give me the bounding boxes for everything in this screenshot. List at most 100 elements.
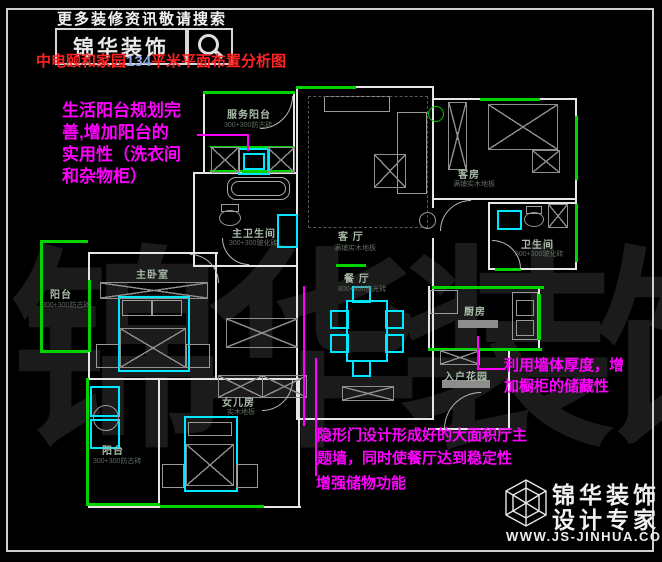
entry-cabinet [440, 350, 480, 365]
wall [296, 86, 298, 266]
hall-closet [226, 318, 298, 348]
annotation-leader-line [303, 286, 305, 426]
daughter-bed [184, 416, 238, 492]
pillow [152, 300, 182, 316]
wall [432, 238, 434, 420]
wall [575, 98, 577, 270]
door-arc [440, 200, 471, 231]
window-wall [160, 505, 264, 508]
wall [488, 202, 577, 204]
annotation-line: 隐形门设计形成好的大面积厅主 [317, 427, 528, 444]
window-wall [210, 146, 294, 148]
annotation-leader-line [479, 368, 505, 370]
footer-website: WWW.JS-JINHUA.COM [506, 529, 662, 544]
window-wall [296, 86, 356, 89]
washing-machine-drum [243, 153, 265, 170]
wall [293, 93, 295, 173]
wall [488, 202, 490, 270]
annotation-wall-cabinet: 利用墙体厚度，增 加橱柜的储藏性 [504, 355, 624, 397]
image-border-frame [6, 8, 654, 552]
page-title: 中电颐和家园134平米平面布置分析图 [36, 50, 286, 71]
plant [93, 405, 119, 431]
annotation-line: 题墙，同时使餐厅达到稳定性 [317, 450, 513, 467]
wall [203, 93, 205, 173]
search-icon [198, 34, 219, 55]
dining-chair [385, 334, 404, 353]
wall [88, 378, 301, 380]
annotation-laundry-balcony: 生活阳台规划完 善,增加阳台的 实用性（洗衣间 和杂物柜） [62, 100, 181, 188]
bed-quilt [120, 328, 186, 368]
entry-bench [442, 380, 490, 388]
living-room-rug [308, 96, 428, 228]
dining-chair [385, 310, 404, 329]
guest-closet [532, 150, 560, 173]
plant [428, 106, 444, 122]
bathtub-inner [231, 181, 286, 196]
toilet [219, 210, 241, 226]
wall [88, 252, 218, 254]
window-wall [336, 264, 366, 267]
window-wall [210, 170, 294, 172]
wall [296, 86, 434, 88]
wall [158, 378, 160, 508]
title-prefix: 中电颐和家园 [36, 53, 127, 70]
balcony-cabinet [211, 147, 239, 173]
window-wall [86, 378, 89, 506]
search-icon-box [187, 28, 233, 65]
daughter-wardrobe [218, 375, 263, 398]
window-wall [428, 348, 542, 351]
bath-sink [277, 214, 298, 248]
kitchen-counter [458, 320, 498, 328]
annotation-hidden-door: 隐形门设计形成好的大面积厅主 题墙，同时使餐厅达到稳定性 [317, 424, 527, 470]
annotation-line: 和杂物柜） [62, 167, 147, 186]
nightstand [236, 464, 258, 488]
nightstand [96, 344, 120, 368]
sideboard [342, 386, 394, 401]
window-wall [538, 294, 541, 340]
wall [298, 418, 434, 420]
toilet [524, 212, 544, 227]
annotation-leader-line [477, 336, 479, 370]
wall [428, 286, 430, 350]
dining-chair [352, 286, 371, 303]
wall [428, 428, 510, 430]
door-arc [262, 380, 293, 411]
footer-tagline: 设计专家 [552, 507, 660, 533]
dining-table [346, 300, 388, 362]
balcony-cabinet [267, 147, 295, 173]
headboard [100, 282, 208, 299]
cube-logo-icon [505, 479, 547, 527]
dining-chair [330, 310, 349, 329]
wall [215, 252, 217, 380]
brand-logo-text: 锦华装饰 [73, 36, 169, 60]
bath2-sink [497, 210, 522, 230]
annotation-line: 生活阳台规划完 [62, 101, 181, 120]
window-wall [40, 240, 43, 352]
bed-quilt [186, 444, 234, 486]
wall [508, 348, 510, 430]
wall [298, 378, 300, 508]
title-suffix: 平米平面布置分析图 [151, 53, 287, 70]
window-wall [40, 350, 88, 353]
annotation-leader-line [197, 134, 249, 136]
nightstand [162, 464, 184, 488]
pillow [188, 422, 232, 436]
wall [434, 198, 577, 200]
bathtub [227, 177, 290, 200]
annotation-line: 实用性（洗衣间 [62, 145, 181, 164]
annotation-leader-line [315, 358, 317, 476]
window-wall [575, 204, 578, 262]
window-wall [203, 91, 295, 94]
window-wall [480, 98, 540, 101]
annotation-leader-line [247, 134, 249, 151]
wall [432, 86, 434, 208]
guest-wardrobe [448, 102, 467, 170]
daughter-wardrobe [262, 375, 307, 398]
wall [488, 268, 577, 270]
window-wall [575, 116, 578, 180]
window-wall [432, 286, 544, 289]
coffee-table [374, 154, 406, 188]
nightstand [186, 344, 210, 368]
annotation-storage: 增强储物功能 [316, 475, 407, 492]
